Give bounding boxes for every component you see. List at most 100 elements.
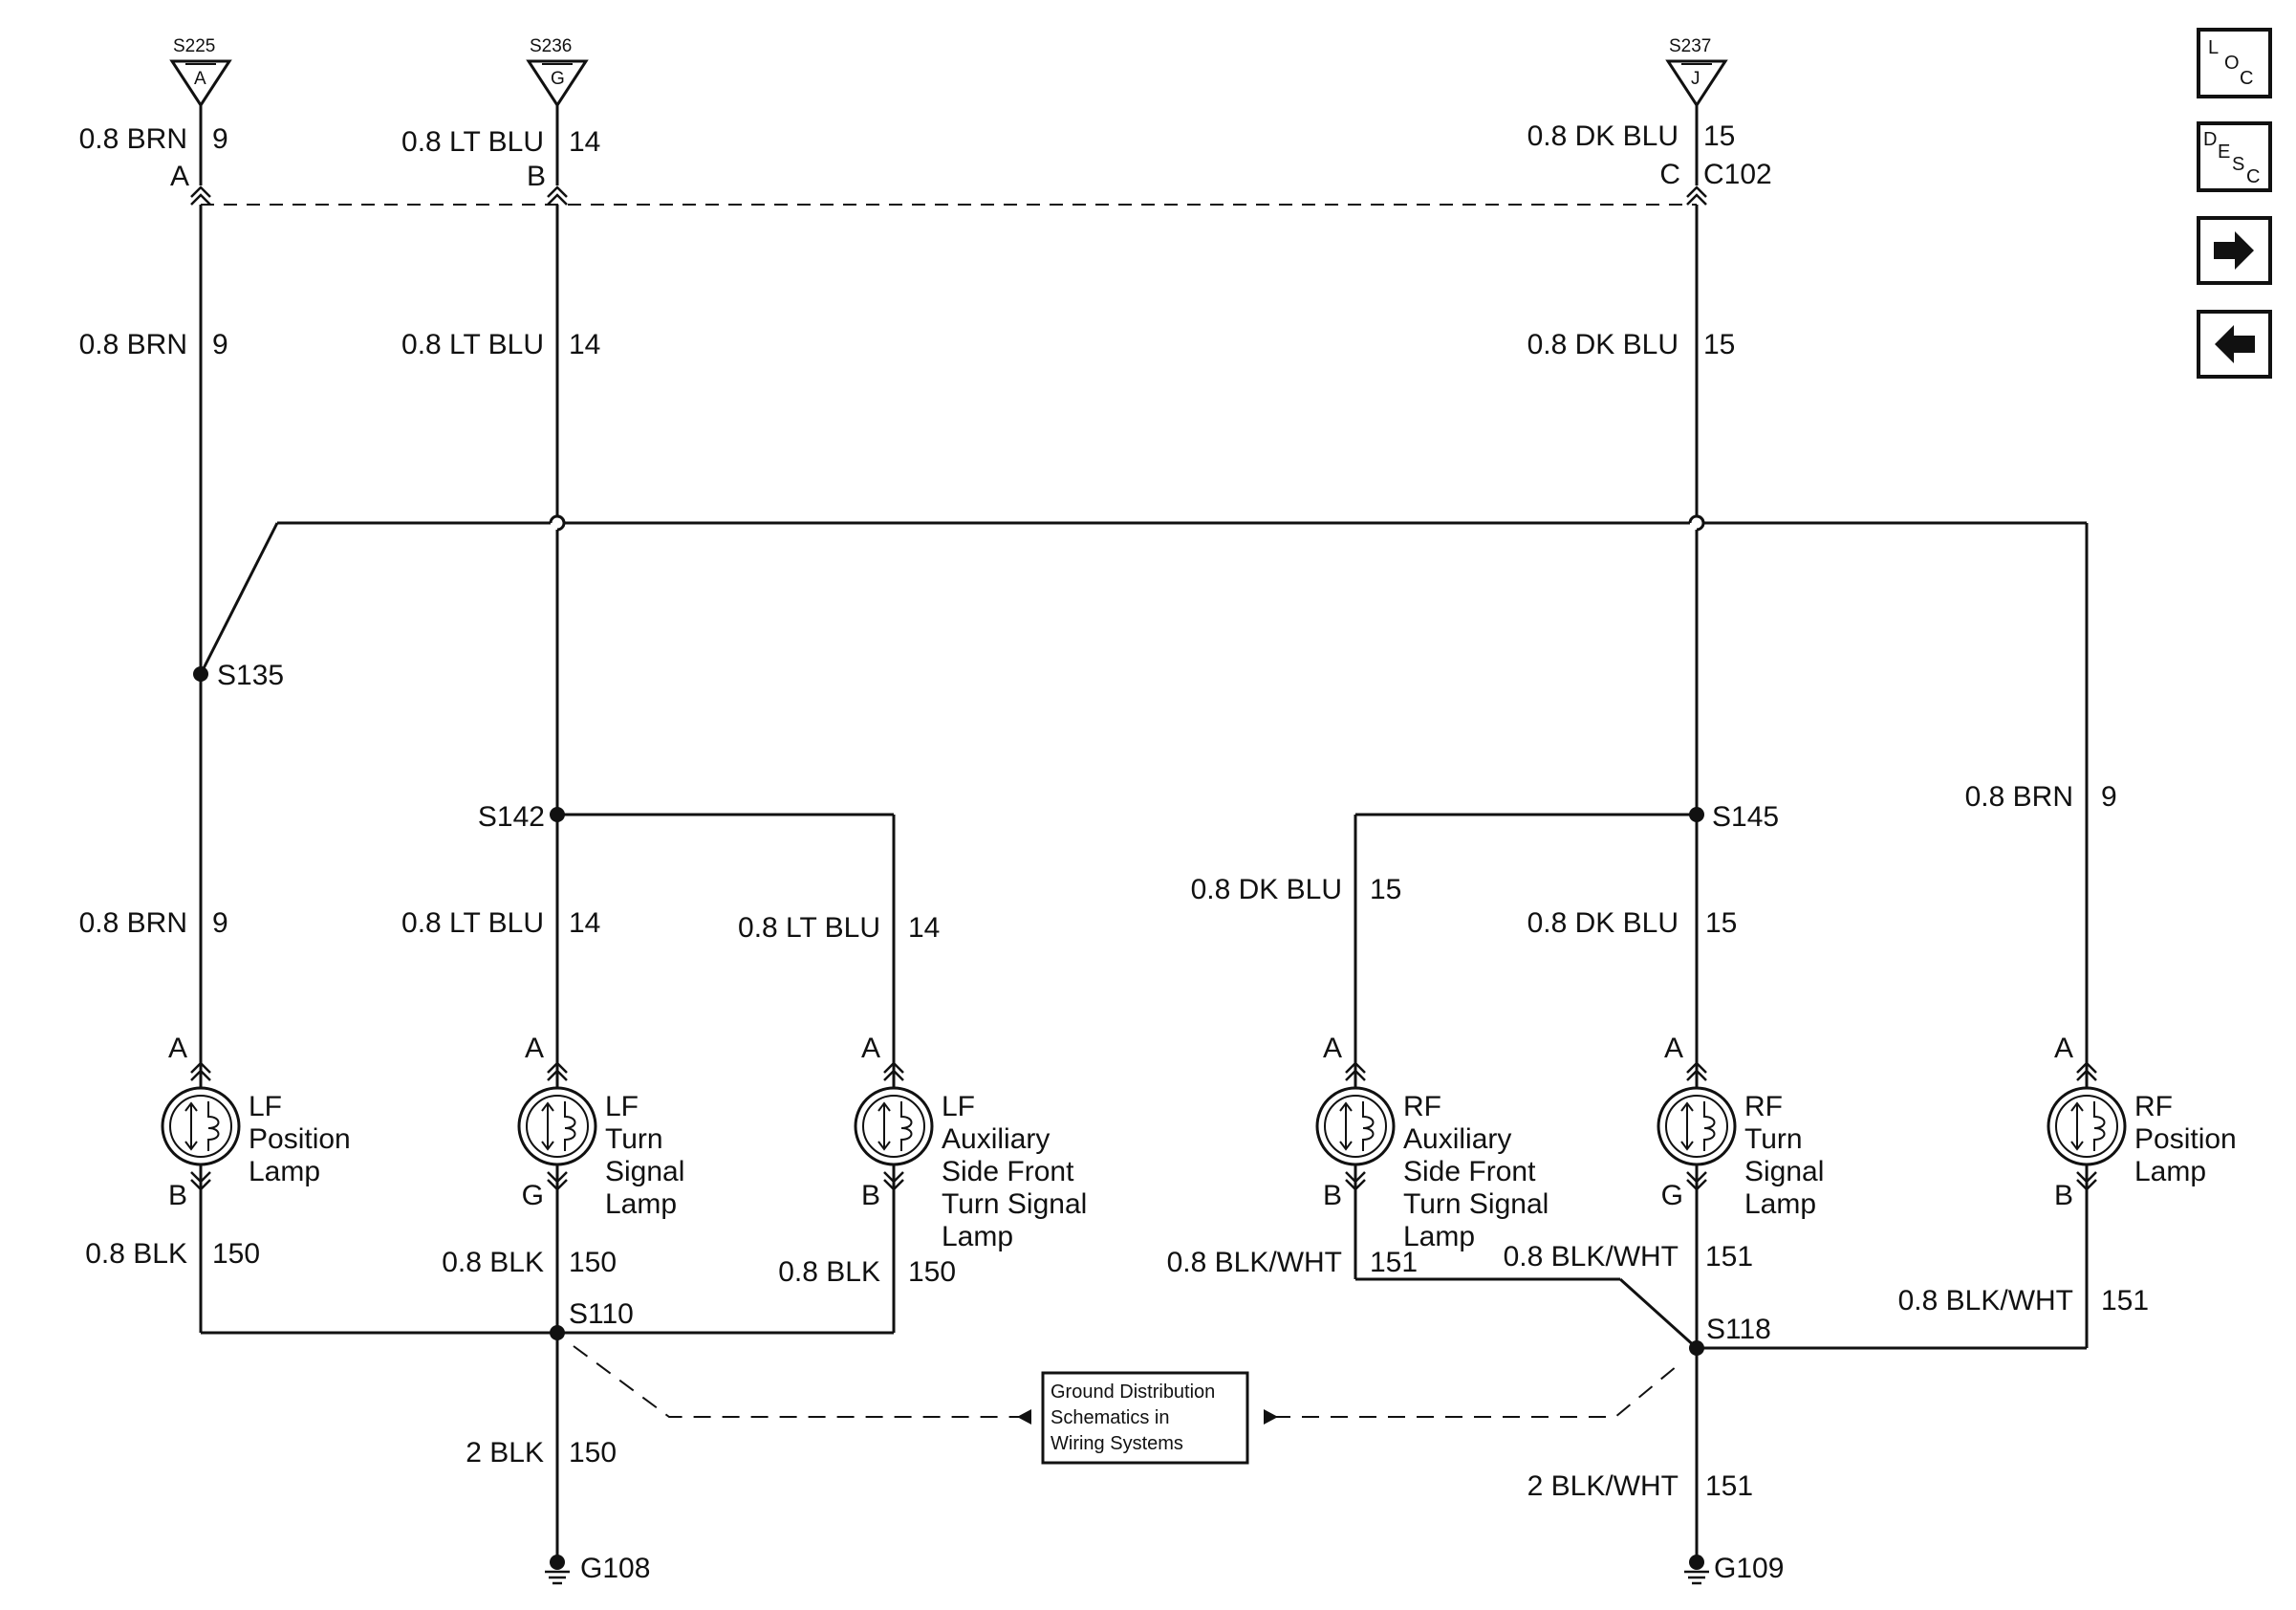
wire-gauge-label: 0.8 DK BLU: [1527, 120, 1679, 152]
wire-circuit-label: 15: [1703, 120, 1735, 152]
lamp-name-line: Side Front: [942, 1156, 1074, 1187]
lamp-pin-label: A: [1664, 1033, 1683, 1064]
lamp-name-line: Lamp: [249, 1156, 320, 1187]
wire-gauge-label: 0.8 LT BLU: [401, 329, 544, 360]
svg-text:L: L: [2208, 37, 2219, 58]
svg-text:C: C: [2246, 166, 2260, 187]
lamp-pin-label: B: [168, 1180, 187, 1211]
wire-gauge-label: 0.8 BRN: [79, 123, 187, 155]
connector-label: C102: [1703, 159, 1772, 190]
description-button[interactable]: D E S C: [2197, 121, 2272, 192]
ground-distribution-reference[interactable]: Ground Distribution Schematics in Wiring…: [1041, 1371, 1249, 1465]
lamp-pin-label: G: [1661, 1180, 1683, 1211]
splice-label: S118: [1706, 1314, 1771, 1345]
svg-text:15: 15: [1705, 907, 1737, 939]
svg-text:0.8 BLK/WHT: 0.8 BLK/WHT: [1504, 1241, 1679, 1273]
lamp-pin-label: A: [861, 1033, 880, 1064]
ground-g109: G109: [1684, 1530, 1784, 1585]
lamp-name-line: Lamp: [2134, 1156, 2206, 1187]
ground-box-line: Ground Distribution: [1051, 1382, 1215, 1403]
lamp-name-line: Lamp: [1403, 1221, 1475, 1252]
ground-box-line: Schematics in: [1051, 1407, 1170, 1428]
svg-text:E: E: [2218, 141, 2230, 163]
splice-pack-s236: S236 G: [526, 36, 589, 108]
previous-button[interactable]: [2197, 310, 2272, 379]
lamp-name-line: RF: [1403, 1091, 1441, 1122]
lamp-name-line: Signal: [1744, 1156, 1824, 1187]
ground-label: G108: [580, 1553, 650, 1584]
wire-circuit-label: 15: [1703, 329, 1735, 360]
svg-text:0.8 DK BLU: 0.8 DK BLU: [1527, 907, 1679, 939]
splice-pack-id: S236: [530, 36, 572, 56]
connector-pin-label: C: [1659, 159, 1680, 190]
lamp-name-line: Lamp: [942, 1221, 1013, 1252]
connector-chevrons: [190, 185, 1707, 206]
svg-text:15: 15: [1370, 874, 1401, 905]
lamp-name-line: Side Front: [1403, 1156, 1536, 1187]
svg-text:D: D: [2203, 129, 2217, 150]
svg-text:150: 150: [212, 1238, 260, 1270]
splice-pack-letter: J: [1691, 69, 1700, 89]
splice-pack-s225: S225 A: [169, 36, 232, 108]
connector-pin-label: B: [527, 161, 546, 192]
wire-gauge-label: 0.8 DK BLU: [1527, 329, 1679, 360]
lamp-name-line: Turn Signal: [942, 1188, 1087, 1220]
svg-text:0.8 LT BLU: 0.8 LT BLU: [401, 907, 544, 939]
lamp-wire-labels: 0.8 BRN 9 0.8 LT BLU 14 0.8 LT BLU 14 0.…: [79, 781, 2117, 944]
svg-text:0.8 BLK: 0.8 BLK: [85, 1238, 187, 1270]
svg-text:151: 151: [1705, 1241, 1753, 1273]
arrow-right-icon: [2214, 231, 2254, 270]
lamp-name-line: Turn Signal: [1403, 1188, 1549, 1220]
lamp-name-line: Turn: [1744, 1123, 1803, 1155]
mid-wire-labels: 0.8 BRN 9 0.8 LT BLU 14 0.8 DK BLU 15: [79, 329, 1736, 360]
svg-text:S: S: [2232, 154, 2244, 175]
lamp-pin-label: A: [2054, 1033, 2073, 1064]
next-button[interactable]: [2197, 216, 2272, 285]
svg-text:0.8 BLK: 0.8 BLK: [442, 1247, 544, 1278]
lamp-name-line: Auxiliary: [1403, 1123, 1511, 1155]
svg-text:151: 151: [1705, 1470, 1753, 1502]
lamp-pin-label: B: [1323, 1180, 1342, 1211]
lamp-name-line: RF: [1744, 1091, 1783, 1122]
svg-text:O: O: [2224, 53, 2240, 74]
svg-text:150: 150: [569, 1437, 617, 1469]
lamp-name-line: LF: [249, 1091, 282, 1122]
svg-text:0.8 DK BLU: 0.8 DK BLU: [1191, 874, 1342, 905]
lamp-pin-label: B: [2054, 1180, 2073, 1211]
svg-text:14: 14: [569, 907, 600, 939]
splice-pack-id: S237: [1669, 36, 1711, 56]
splice-pack-s237: S237 J: [1665, 36, 1728, 108]
svg-text:151: 151: [1370, 1247, 1418, 1278]
splice-label: S135: [217, 660, 284, 691]
splice-pack-letter: G: [551, 69, 565, 89]
wire-gauge-label: 0.8 BRN: [79, 329, 187, 360]
lamp-name-line: Lamp: [1744, 1188, 1816, 1220]
svg-text:150: 150: [569, 1247, 617, 1278]
lamp-pin-label: A: [168, 1033, 187, 1064]
splice-label: S145: [1712, 801, 1779, 833]
lamp-name-line: Position: [2134, 1123, 2237, 1155]
location-button[interactable]: L O C: [2197, 28, 2272, 98]
lamps: ABLFPositionLampAGLFTurnSignalLampABLFAu…: [161, 1033, 2237, 1252]
splice-label: S110: [569, 1298, 634, 1330]
top-wire-labels: 0.8 BRN 9 A 0.8 LT BLU 14 B 0.8 DK BLU 1…: [79, 120, 1772, 192]
ground-reference-lines: [573, 1345, 1683, 1425]
svg-text:9: 9: [212, 907, 228, 939]
wire-circuit-label: 9: [212, 329, 228, 360]
splice-pack-id: S225: [173, 36, 215, 56]
lamp-name-line: Lamp: [605, 1188, 677, 1220]
lamp-pin-label: A: [1323, 1033, 1342, 1064]
lamp-pin-label: A: [525, 1033, 544, 1064]
connector-pin-label: A: [170, 161, 189, 192]
arrow-left-icon: [2215, 325, 2255, 363]
svg-text:2 BLK: 2 BLK: [466, 1437, 544, 1469]
splice-label: S142: [478, 801, 545, 833]
ground-wire-labels: 0.8 BLK 150 0.8 BLK 150 0.8 BLK 150 0.8 …: [85, 1238, 2149, 1316]
splice-labels: S135 S142 S145 S110 S118: [217, 660, 1779, 1345]
splice-pack-letter: A: [194, 69, 206, 89]
